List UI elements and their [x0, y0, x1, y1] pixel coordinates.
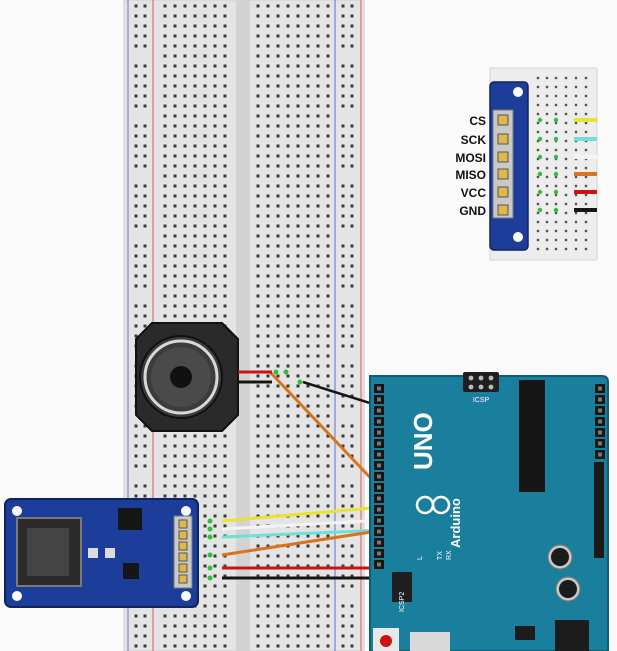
tx-led-label: TX	[437, 551, 444, 560]
pin-label-gnd: GND	[459, 204, 486, 218]
regulator-icon	[555, 620, 589, 651]
arduino-analog-header	[595, 384, 605, 459]
sd-pin-header	[178, 519, 188, 584]
wire-speaker-to-pin	[268, 370, 384, 492]
micro-sd-module	[4, 498, 199, 608]
pin-label-mosi: MOSI	[455, 151, 486, 165]
rx-led-label: RX	[446, 550, 453, 560]
reset-button-icon	[380, 635, 392, 647]
inset-wire-stubs	[537, 117, 597, 213]
pin-label-miso: MISO	[455, 168, 486, 182]
inset-pin-header	[497, 114, 509, 216]
speaker-cone-icon	[170, 366, 192, 388]
l-led-label: L	[417, 556, 424, 560]
icsp-label: ICSP	[473, 397, 490, 404]
arduino-model-label: UNO	[408, 412, 438, 470]
arduino-uno: ICSP UNO Arduino L TX RX ICSP2	[369, 372, 609, 651]
wire-mosi-cyan	[221, 528, 385, 539]
wire-miso-orange	[221, 528, 385, 557]
wire-endpoints	[207, 369, 303, 581]
icsp2-label: ICSP2	[399, 592, 406, 612]
speaker	[135, 322, 272, 432]
pinout-inset: CS SCK MOSI MISO VCC GND	[455, 67, 598, 261]
capacitor-icon	[547, 544, 581, 602]
breadboard-center-channel	[236, 0, 250, 651]
breadboard-holes	[134, 4, 354, 648]
pin-label-vcc: VCC	[461, 186, 487, 200]
arduino-infinity-logo-icon	[415, 495, 451, 515]
wire-sck-white	[221, 518, 385, 531]
pin-label-cs: CS	[469, 114, 486, 128]
microcontroller-chip-icon	[519, 380, 545, 492]
inset-breadboard-holes	[536, 76, 588, 251]
arduino-brand-label: Arduino	[448, 498, 463, 548]
chip-icon	[118, 508, 142, 530]
arduino-digital-header	[374, 384, 384, 569]
pin-label-sck: SCK	[461, 133, 487, 147]
wire-cs-yellow	[221, 505, 385, 523]
